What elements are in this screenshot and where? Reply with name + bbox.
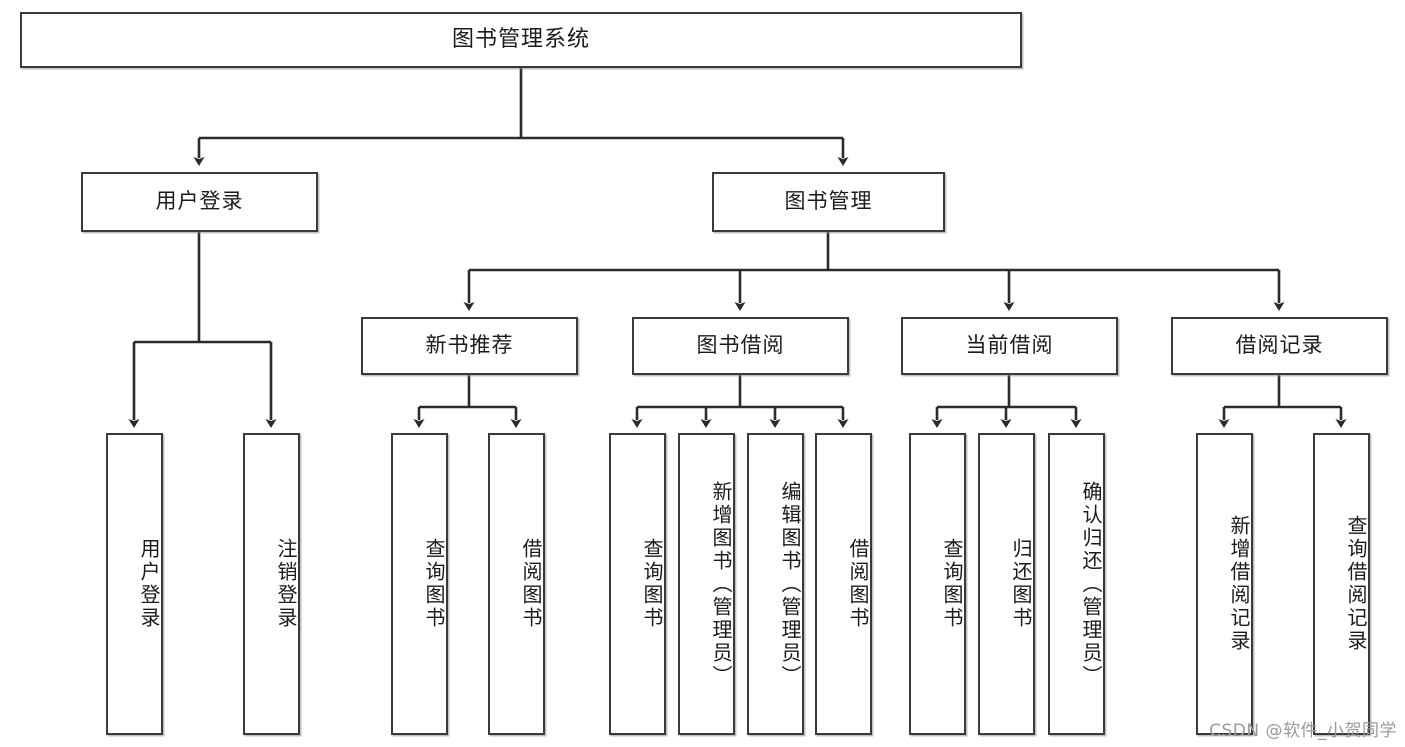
node-label: 图书管理	[784, 189, 873, 214]
node-label: 借阅记录	[1235, 333, 1324, 358]
leaf-user-login-signin[interactable]: 用户登录	[106, 433, 163, 735]
node-label: 新增图书（管理员）	[709, 480, 733, 688]
node-label: 查询图书	[422, 538, 446, 630]
node-label: 借阅图书	[846, 538, 870, 630]
node-label: 归还图书	[1009, 538, 1033, 630]
leaf-record-query-record[interactable]: 查询借阅记录	[1313, 433, 1370, 735]
node-current-borrow[interactable]: 当前借阅	[901, 317, 1118, 375]
node-label: 当前借阅	[965, 333, 1054, 358]
leaf-borrow-borrow-book[interactable]: 借阅图书	[815, 433, 872, 735]
node-book-borrow[interactable]: 图书借阅	[632, 317, 849, 375]
node-label: 新书推荐	[425, 333, 514, 358]
leaf-current-confirm-return-admin[interactable]: 确认归还（管理员）	[1048, 433, 1105, 735]
node-label: 查询图书	[940, 538, 964, 630]
watermark: CSDN @软件_小贺同学	[1209, 721, 1397, 741]
node-label: 确认归还（管理员）	[1079, 480, 1103, 688]
node-label: 图书管理系统	[451, 26, 590, 52]
node-book-management[interactable]: 图书管理	[712, 172, 945, 232]
node-label: 借阅图书	[519, 538, 543, 630]
leaf-record-add-record[interactable]: 新增借阅记录	[1196, 433, 1253, 735]
node-label: 编辑图书（管理员）	[778, 480, 802, 688]
node-label: 用户登录	[137, 538, 161, 630]
node-label: 用户登录	[155, 189, 244, 214]
leaf-recommend-borrow-book[interactable]: 借阅图书	[488, 433, 545, 735]
node-label: 查询图书	[640, 538, 664, 630]
node-label: 注销登录	[274, 538, 298, 630]
leaf-borrow-add-book-admin[interactable]: 新增图书（管理员）	[678, 433, 735, 735]
node-label: 新增借阅记录	[1227, 515, 1251, 653]
leaf-recommend-query-book[interactable]: 查询图书	[391, 433, 448, 735]
leaf-current-return-book[interactable]: 归还图书	[978, 433, 1035, 735]
node-root-system[interactable]: 图书管理系统	[20, 12, 1022, 68]
node-label: 查询借阅记录	[1344, 515, 1368, 653]
leaf-borrow-query-book[interactable]: 查询图书	[609, 433, 666, 735]
leaf-borrow-edit-book-admin[interactable]: 编辑图书（管理员）	[747, 433, 804, 735]
node-user-login[interactable]: 用户登录	[81, 172, 318, 232]
node-label: 图书借阅	[696, 333, 785, 358]
leaf-user-login-signout[interactable]: 注销登录	[243, 433, 300, 735]
leaf-current-query-book[interactable]: 查询图书	[909, 433, 966, 735]
node-new-book-recommend[interactable]: 新书推荐	[361, 317, 578, 375]
node-borrow-record[interactable]: 借阅记录	[1171, 317, 1388, 375]
